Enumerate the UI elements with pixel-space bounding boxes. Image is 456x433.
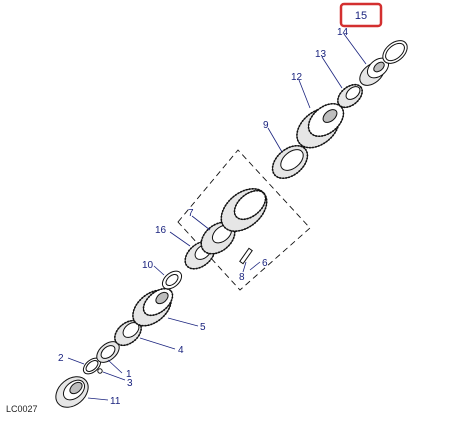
callout-11[interactable]: 11 [110,396,121,407]
part-13-needle-bearing [337,83,363,109]
callout-13[interactable]: 13 [315,49,327,60]
part-8-key [239,247,253,265]
callout-10[interactable]: 10 [142,260,154,271]
part-6-synchro-sleeve [220,188,268,232]
callout-8[interactable]: 8 [239,272,245,283]
callout-16[interactable]: 16 [155,225,167,236]
callout-5[interactable]: 5 [200,322,206,333]
highlight-box [339,2,383,28]
part-11-bearing-cup [55,376,89,408]
part-6-assembly-outline [177,149,311,291]
part-3-ball [97,368,103,374]
callout-9[interactable]: 9 [263,120,269,131]
callout-2[interactable]: 2 [58,353,64,364]
leader-lines [67,33,367,401]
callout-12[interactable]: 12 [291,72,303,83]
part-14-bushing [359,57,390,86]
callout-3[interactable]: 3 [127,378,133,389]
part-10-thrust-ring [161,270,183,290]
callout-14[interactable]: 14 [337,27,349,38]
callout-15-highlight[interactable]: 15 [339,2,383,28]
part-12-gear [296,102,345,149]
callout-1[interactable]: 1 [126,369,132,380]
diagram-reference-code: LC0027 [6,404,38,414]
callout-15[interactable]: 15 [355,10,367,22]
callout-4[interactable]: 4 [178,345,184,356]
part-15-circlip [382,40,408,64]
part-5-gear [132,287,174,327]
callout-6[interactable]: 6 [262,258,268,269]
callout-7[interactable]: 7 [188,208,194,219]
